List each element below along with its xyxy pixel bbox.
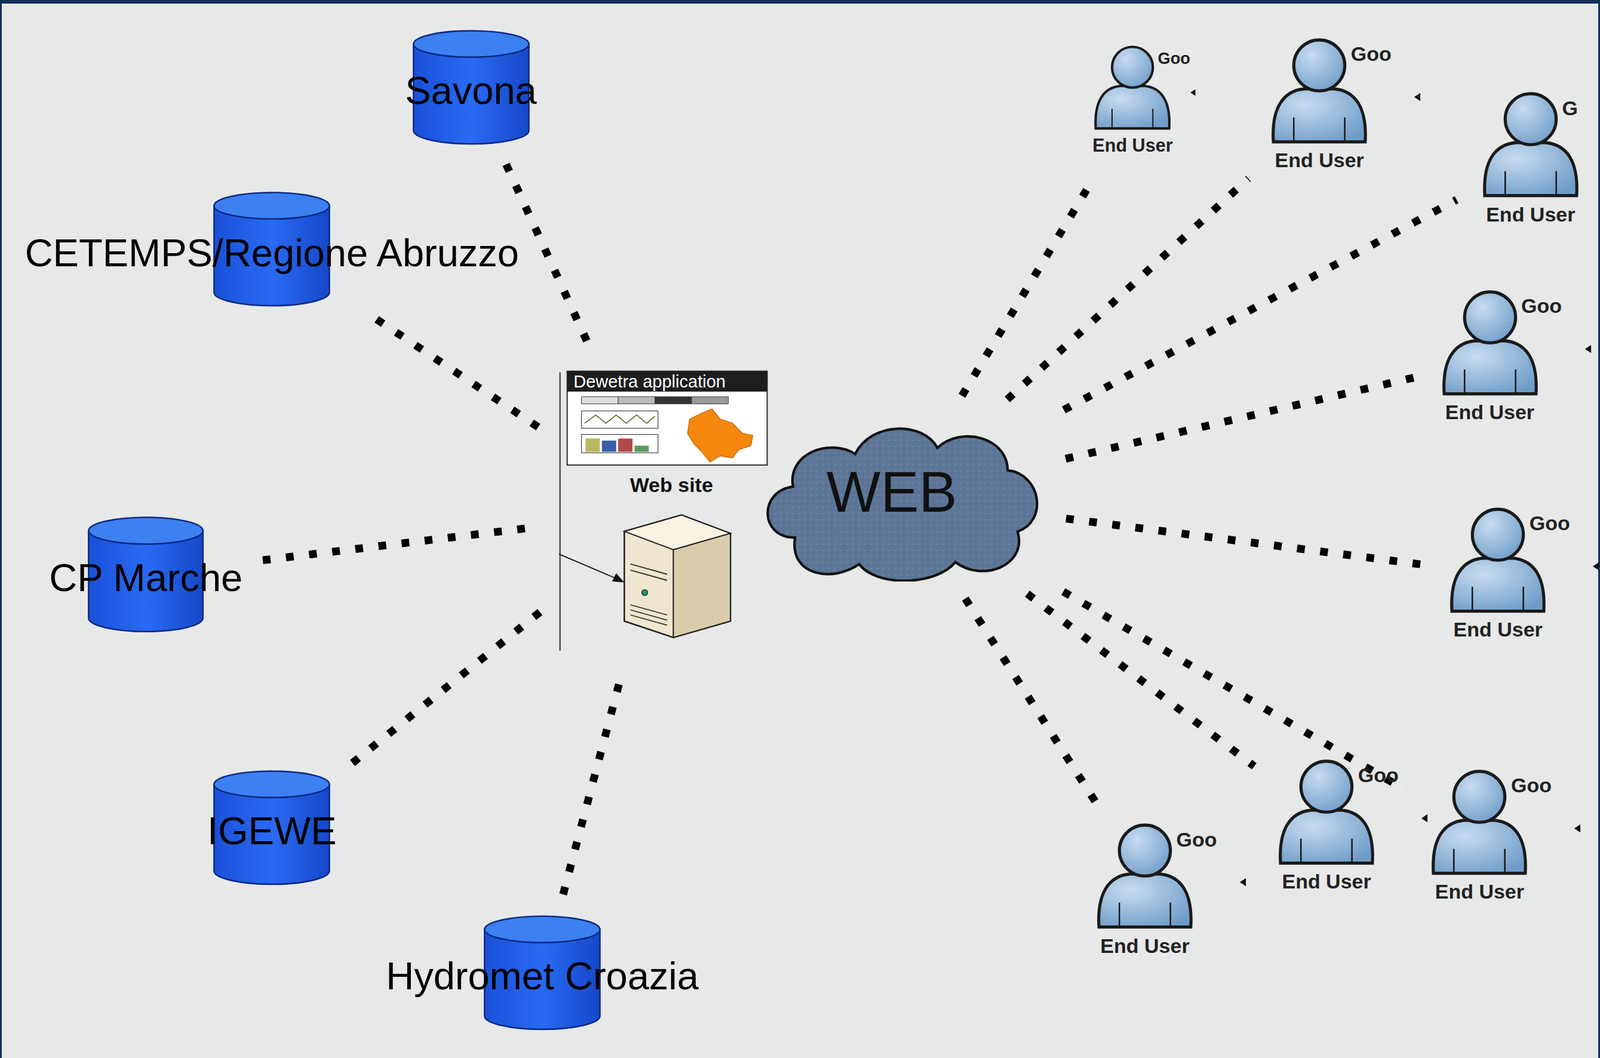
dotted-connector: [1027, 593, 1255, 767]
end-user: GooEnd User: [1087, 43, 1178, 163]
dotted-connector: [505, 164, 592, 352]
connector-line: [505, 164, 592, 352]
web-label: WEB: [826, 463, 958, 521]
google-label: Goo: [1158, 50, 1191, 67]
google-label: Goo: [1529, 513, 1571, 534]
connector-line: [563, 672, 623, 895]
connector-line: [1066, 518, 1422, 565]
app-title: Dewetra application: [573, 372, 726, 392]
connector-line: [376, 319, 543, 431]
dotted-connector: [563, 672, 623, 895]
end-user-label: End User: [1453, 619, 1543, 640]
dotted-connector: [1066, 518, 1422, 565]
database-cylinder: CETEMPS/Regione Abruzzo: [212, 190, 332, 308]
web-site-label: Web site: [630, 474, 714, 497]
dotted-connector: [1007, 178, 1249, 400]
google-label: Goo: [1511, 775, 1552, 796]
dotted-connector: [962, 179, 1093, 396]
connector-line: [965, 598, 1097, 804]
end-user-label: End User: [1485, 204, 1575, 225]
end-user-label: End User: [1092, 136, 1173, 155]
end-user: GooEnd User: [1263, 35, 1376, 177]
end-user: GooEnd User: [1088, 821, 1202, 963]
database-cylinder: Savona: [411, 28, 531, 146]
dotted-connector: [1065, 377, 1414, 459]
dotted-connector: [352, 609, 544, 764]
website-server-illustration: [559, 370, 771, 653]
database-label: Hydromet Croazia: [385, 956, 699, 996]
database-label: CP Marche: [48, 558, 243, 598]
end-user: GooEnd User: [1270, 757, 1383, 899]
database-cylinder: Hydromet Croazia: [482, 914, 603, 1032]
database-label: CETEMPS/Regione Abruzzo: [25, 232, 519, 272]
connector-line: [352, 609, 544, 764]
connector-line: [1063, 591, 1406, 791]
google-label: Goo: [1176, 829, 1218, 850]
end-user: GooEnd User: [1441, 505, 1555, 647]
end-user-label: End User: [1100, 935, 1190, 957]
database-label: IGEWE: [207, 811, 337, 851]
end-user-label: End User: [1275, 149, 1365, 171]
connector-line: [1027, 593, 1255, 767]
dotted-connector: [1063, 591, 1406, 791]
google-label: Goo: [1521, 295, 1562, 316]
connector-line: [1063, 200, 1457, 411]
dotted-connector: [262, 526, 539, 561]
google-label: Goo: [1350, 43, 1392, 64]
end-user: GooEnd User: [1433, 287, 1547, 429]
end-user-label: End User: [1281, 871, 1371, 892]
dotted-connector: [1063, 200, 1457, 411]
end-user: GooEnd User: [1423, 767, 1536, 909]
end-user-label: End User: [1445, 401, 1535, 423]
web-server-group: Dewetra applicationWeb site: [559, 370, 771, 653]
database-label: Savona: [404, 71, 537, 110]
database-cylinder: IGEWE: [212, 769, 332, 887]
connector-line: [962, 179, 1093, 396]
end-user: G End User: [1474, 89, 1587, 231]
google-label: Goo: [1358, 765, 1399, 786]
google-label: G: [1561, 97, 1578, 119]
dotted-connector: [965, 598, 1097, 804]
connector-line: [1007, 178, 1249, 400]
end-user-label: End User: [1435, 881, 1525, 902]
connector-line: [262, 526, 539, 561]
web-cloud: WEB: [754, 413, 1046, 582]
dotted-connector: [376, 319, 543, 431]
connector-line: [1065, 377, 1414, 459]
database-cylinder: CP Marche: [86, 515, 205, 634]
